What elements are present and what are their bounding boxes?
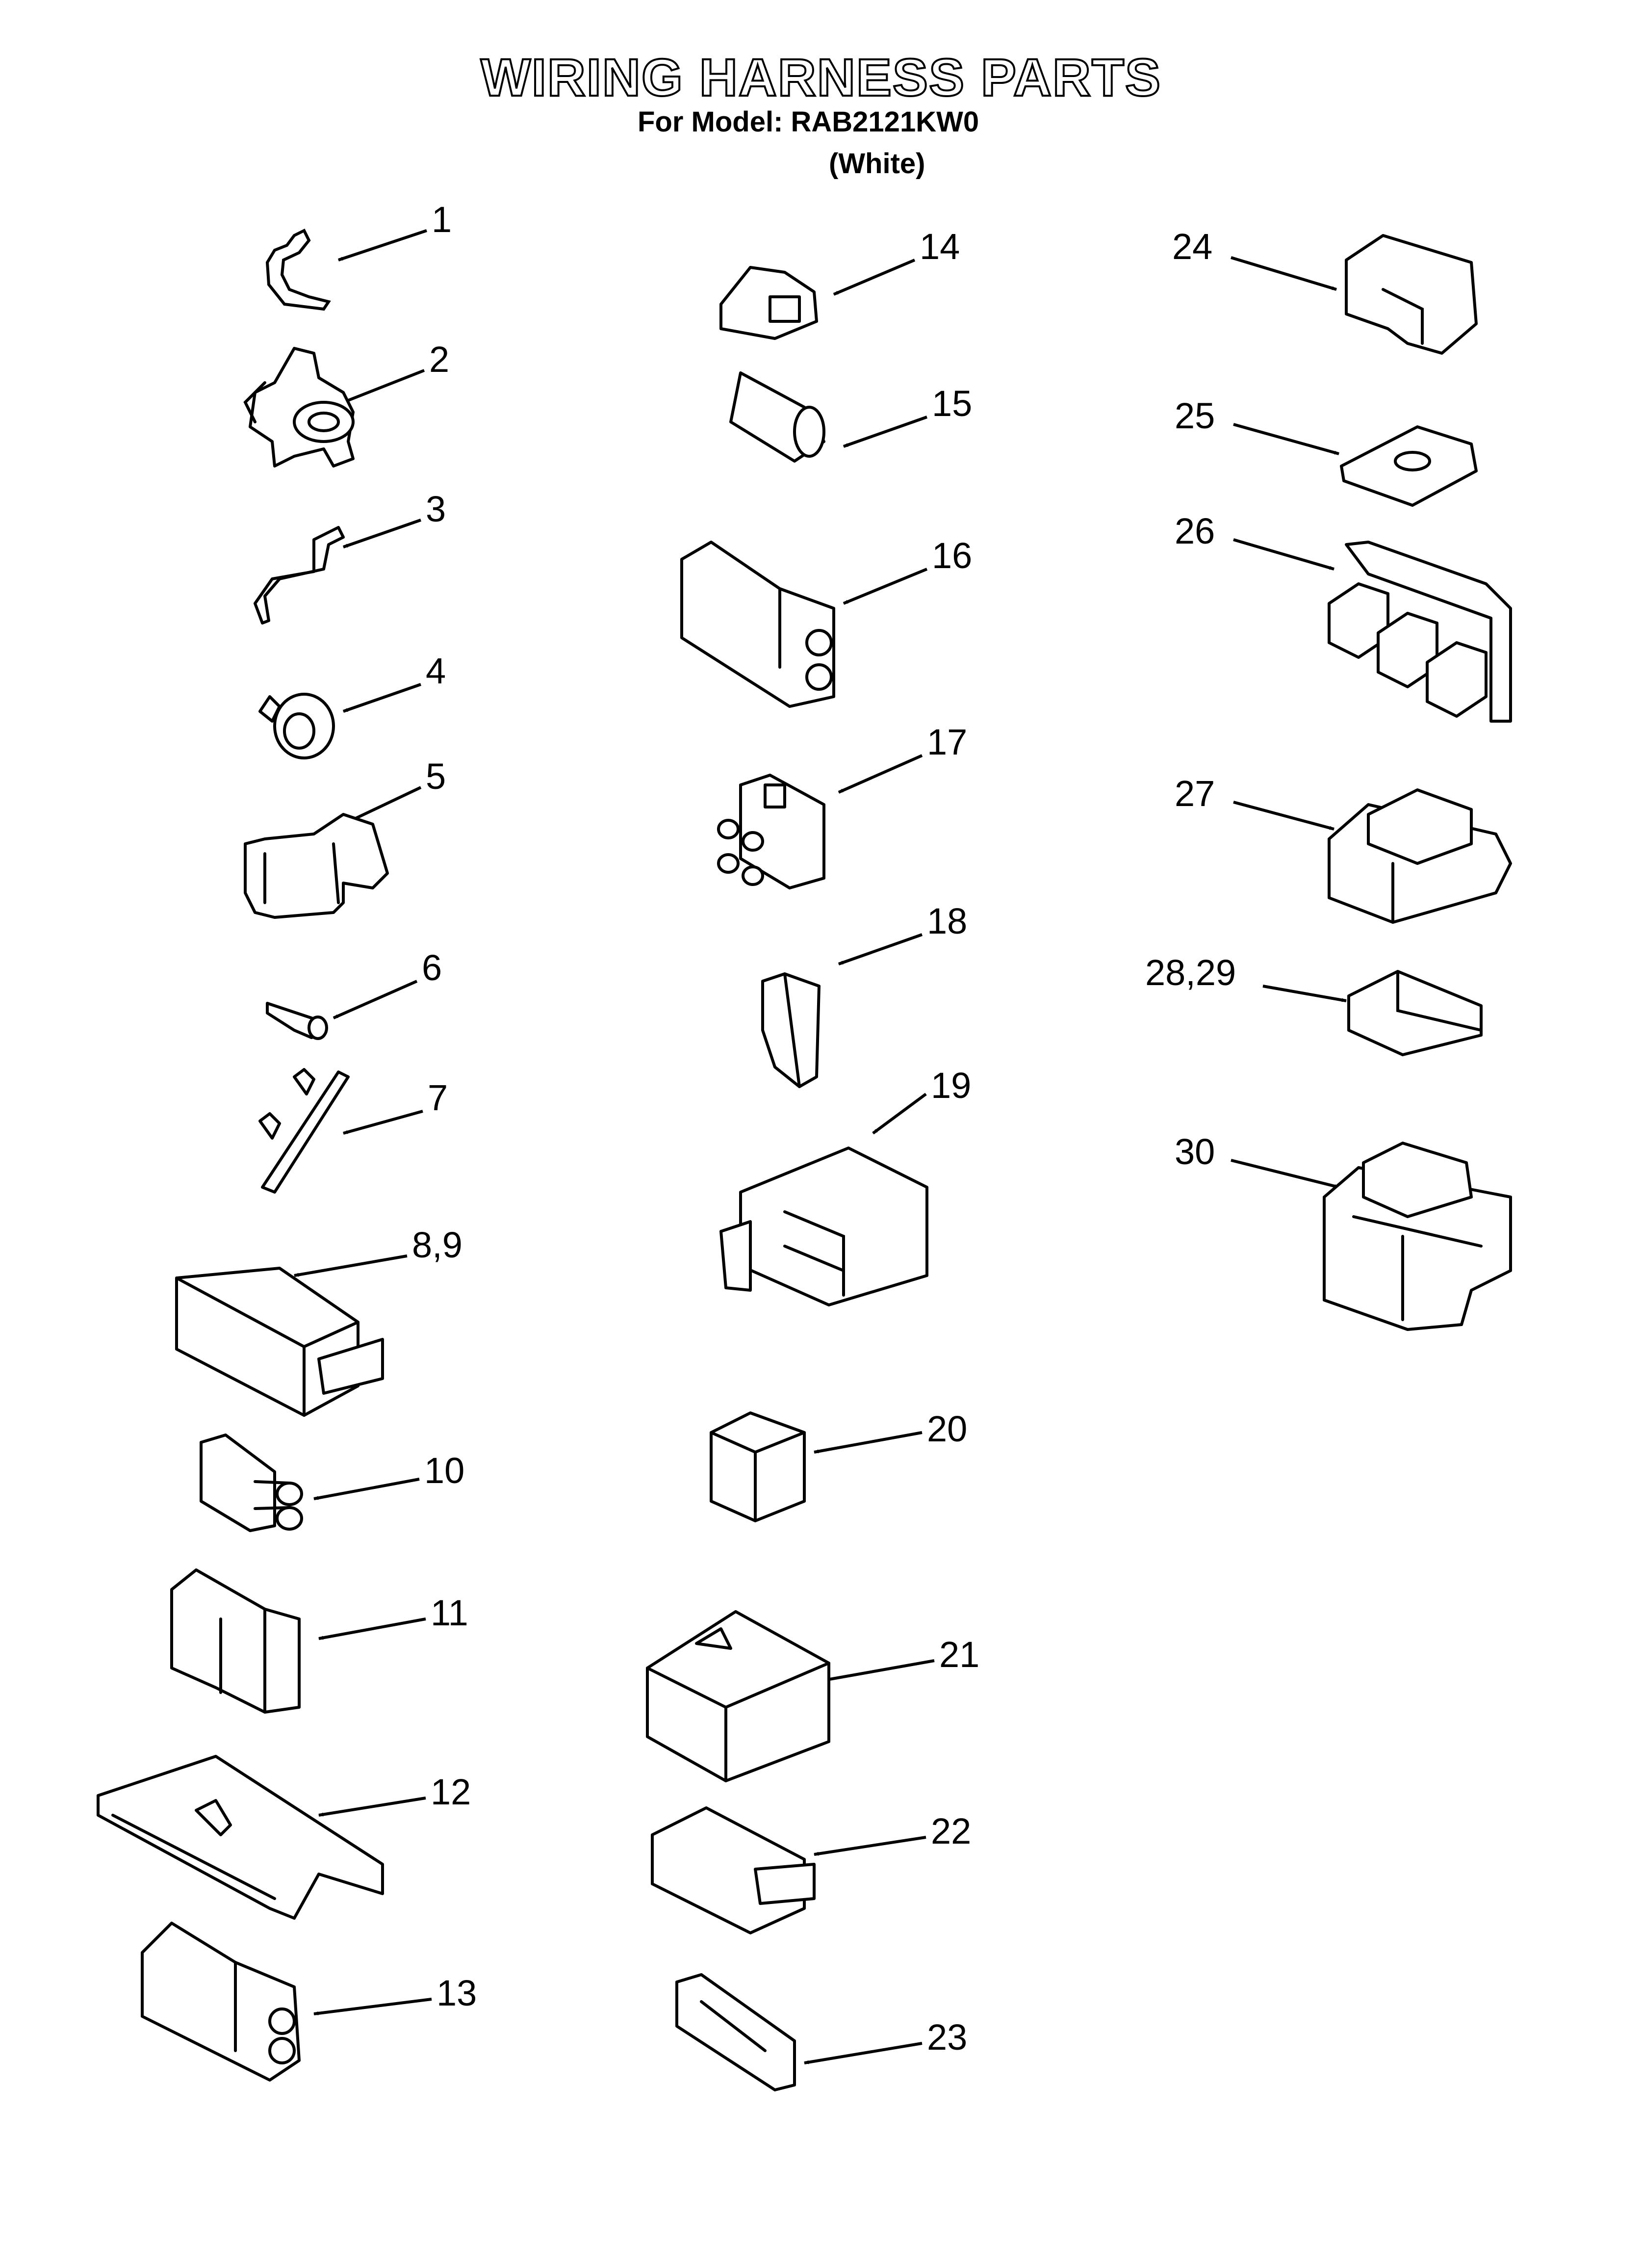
part-21-connector [646,1610,830,1782]
callout-12: 12 [431,1772,471,1812]
part-6-push-pin [266,1002,328,1040]
callout-11: 11 [431,1592,468,1633]
callout-30: 30 [1175,1131,1215,1172]
leader-23 [804,2042,923,2064]
leader-6 [333,980,418,1019]
leader-14 [833,259,916,296]
callout-15: 15 [932,383,973,424]
part-5-strap-clip [244,813,389,919]
leader-24 [1231,256,1337,291]
part-27-connector [1328,788,1512,924]
leader-26 [1233,538,1334,571]
leader-2 [342,369,425,404]
leader-30 [1231,1159,1339,1189]
part-25-plate [1340,425,1478,507]
part-30-connector [1323,1142,1512,1331]
part-7-bar-clip [258,1068,350,1194]
part-26-terminal-block [1328,541,1512,723]
callout-1: 1 [432,199,452,240]
part-3-wire-clip [254,526,345,625]
callout-10: 10 [424,1450,465,1491]
callout-22: 22 [931,1811,972,1851]
leader-13 [313,1998,432,2015]
leader-3 [343,519,421,548]
part-16-housing [680,541,835,708]
leader-28-29 [1262,985,1347,1002]
callout-14: 14 [920,226,960,267]
part-2-snap-clip [243,347,355,468]
model-line: For Model: RAB2121KW0 [638,106,979,138]
callout-18: 18 [927,901,968,941]
leader-8-9 [294,1254,408,1277]
leader-16 [843,568,928,605]
part-22-connector [651,1806,816,1934]
callout-26: 26 [1175,511,1215,551]
callout-25: 25 [1175,395,1215,436]
leader-21 [823,1659,935,1682]
leader-27 [1233,801,1334,831]
diagram-title: WIRING HARNESS PARTS [480,47,1162,108]
callout-19: 19 [931,1065,972,1106]
callout-4: 4 [426,651,446,691]
callout-13: 13 [436,1973,477,2013]
leader-17 [838,754,923,794]
callout-23: 23 [927,2017,968,2058]
leader-25 [1233,423,1339,455]
part-10-double-connector [200,1434,303,1532]
part-28-29-connector [1347,970,1483,1056]
leader-18 [838,933,923,965]
part-13-housing [141,1922,301,2082]
callout-3: 3 [426,489,446,529]
leader-19 [872,1093,927,1135]
callout-8-9: 8,9 [412,1225,462,1265]
leader-10 [313,1478,420,1500]
leader-1 [338,229,427,261]
callout-24: 24 [1172,226,1213,267]
callout-27: 27 [1175,773,1215,814]
part-20-connector [710,1411,806,1522]
leader-7 [343,1110,423,1135]
part-19-connector [719,1147,928,1306]
callout-5: 5 [426,756,446,797]
part-11-housing [170,1568,301,1714]
callout-28-29: 28,29 [1145,952,1236,993]
leader-4 [343,683,421,713]
callout-6: 6 [422,947,442,988]
part-1-clip [265,228,331,311]
callout-7: 7 [428,1077,448,1118]
callout-16: 16 [932,535,973,576]
leader-lines [294,229,1347,2064]
part-23-connector [675,1973,796,2091]
leader-15 [843,416,927,448]
leader-12 [318,1797,426,1817]
part-4-ring-clip [258,693,335,759]
part-18-clip [761,972,821,1088]
leader-22 [814,1836,926,1856]
callout-2: 2 [429,339,450,380]
part-12-terminal-strip [97,1755,384,1920]
leader-20 [814,1431,923,1454]
part-14-connector [719,266,818,340]
part-24-connector [1345,234,1478,355]
leader-11 [318,1617,426,1640]
callout-17: 17 [927,722,968,762]
part-15-sleeve [729,371,825,463]
part-8-9-connector [175,1267,384,1417]
callout-20: 20 [927,1408,968,1449]
part-17-connector [717,774,825,889]
callout-21: 21 [939,1634,980,1675]
color-variant: (White) [829,148,925,180]
